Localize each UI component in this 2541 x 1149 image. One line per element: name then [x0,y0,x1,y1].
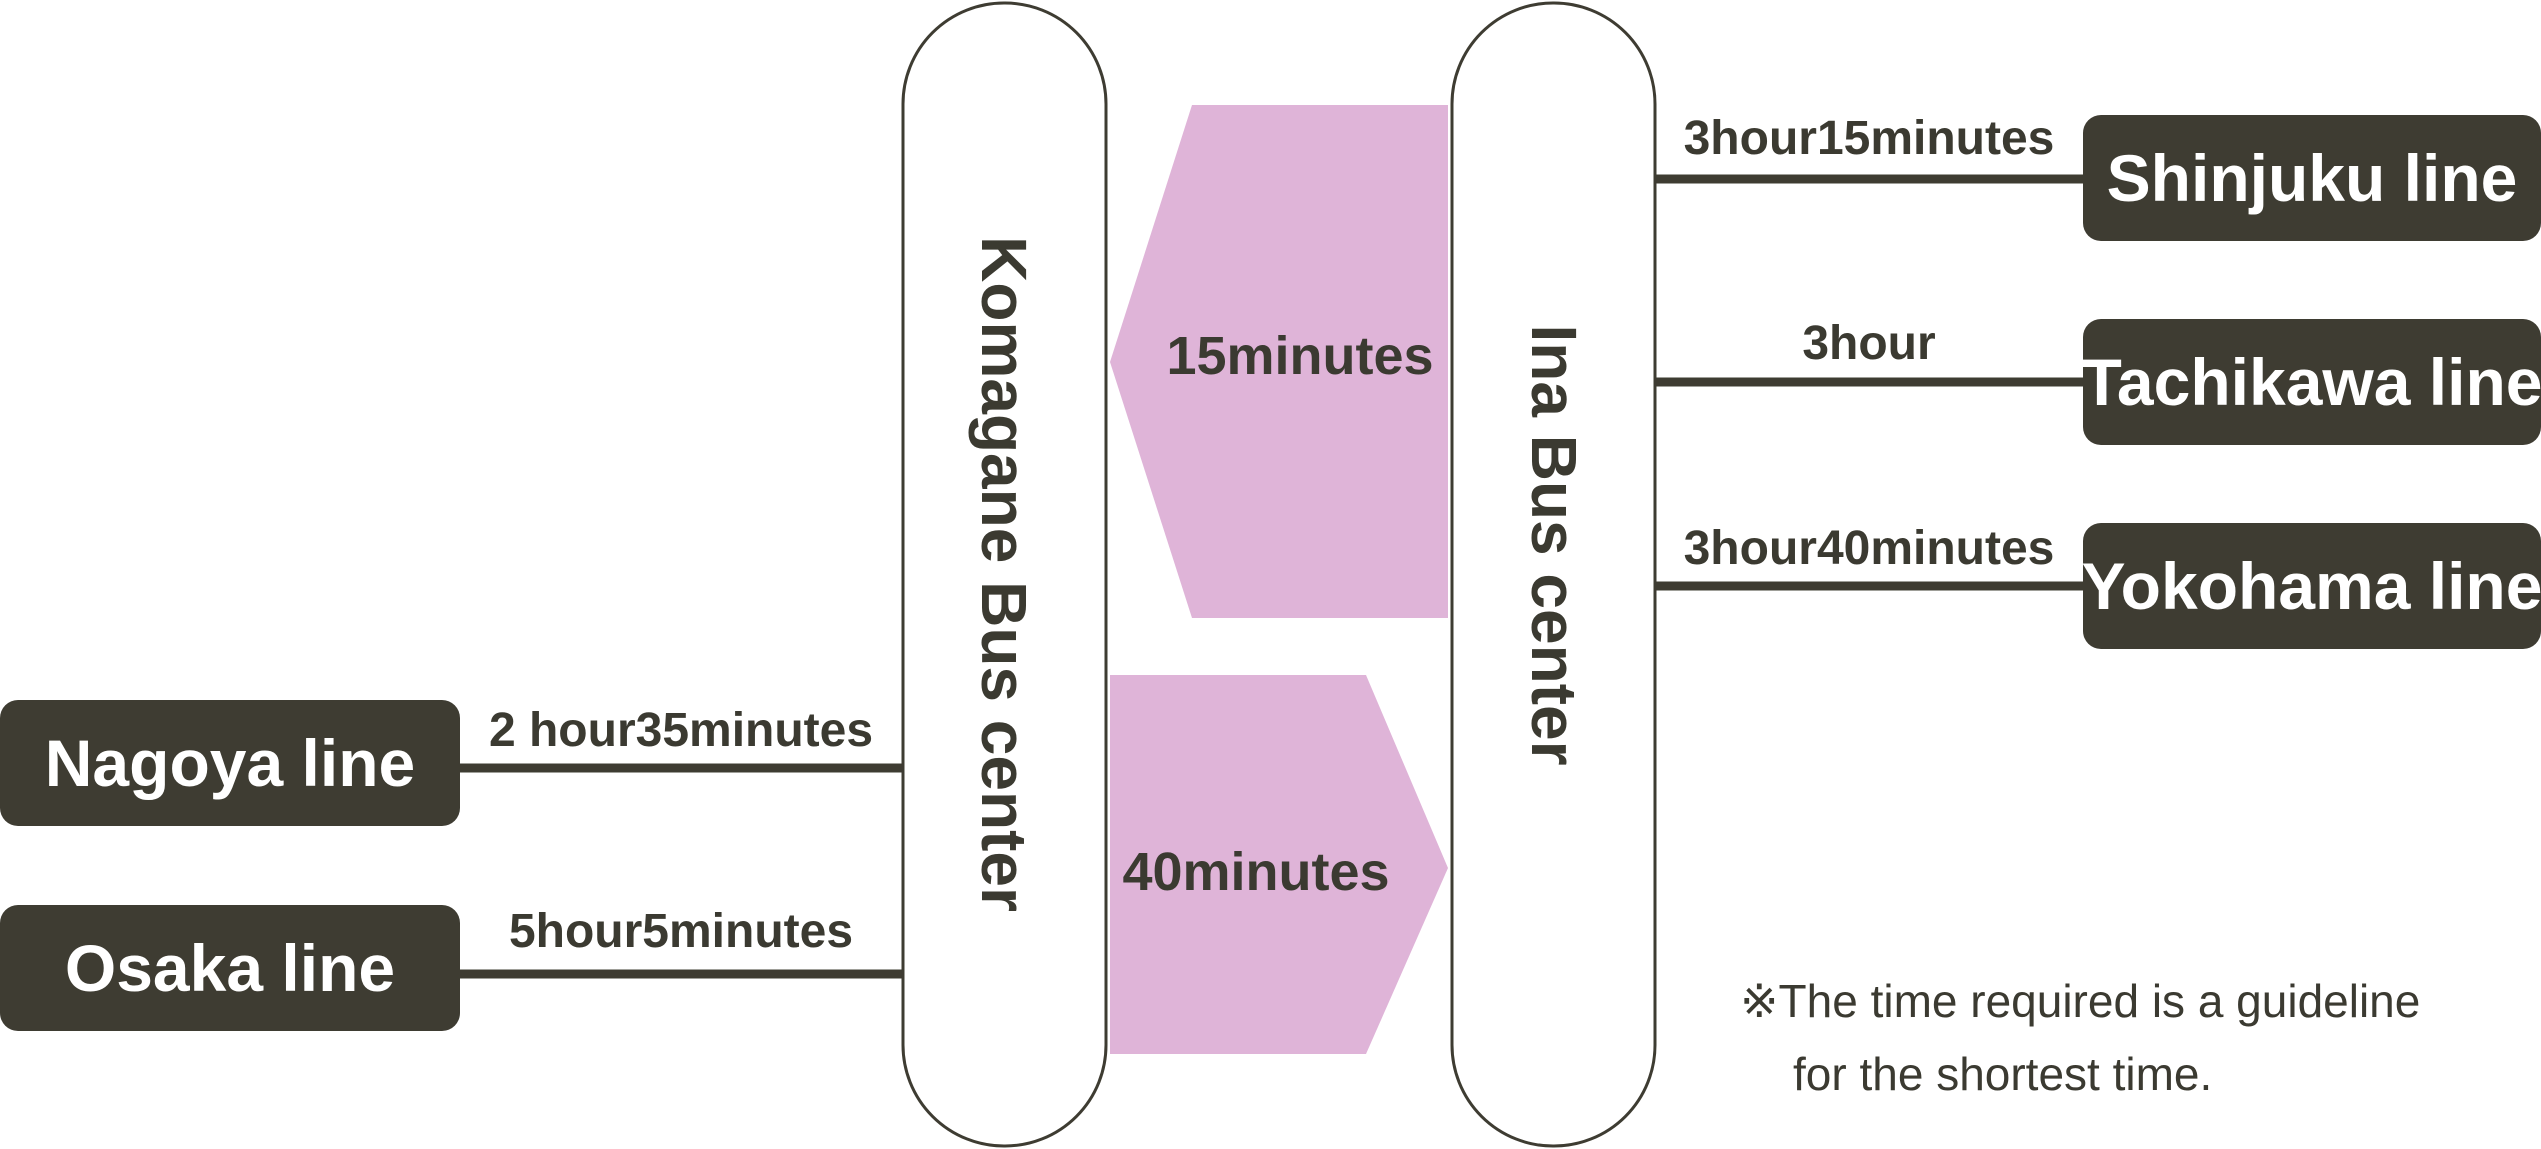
line-box-nagoya [0,700,460,826]
line-box-osaka [0,905,460,1031]
travel-time-nagoya: 2 hour35minutes [489,704,873,757]
arrow-ina-to-komagane [1110,105,1448,618]
line-label-tachikawa: Tachikawa line [2082,345,2541,419]
line-box-yokohama [2083,523,2541,649]
komagane-center-label: Komagane Bus center [968,236,1040,912]
transfer-time-ina-to-komagane: 15minutes [1166,326,1433,386]
travel-time-osaka: 5hour5minutes [509,905,853,958]
transfer-time-komagane-to-ina: 40minutes [1122,842,1389,902]
line-box-shinjuku [2083,115,2541,241]
line-label-nagoya: Nagoya line [45,726,415,800]
ina-center-label: Ina Bus center [1518,324,1590,765]
ina-center-pill [1450,1,1657,1148]
arrow-komagane-to-ina [1110,675,1448,1054]
travel-time-shinjuku: 3hour15minutes [1684,112,2055,165]
line-label-osaka: Osaka line [65,931,395,1005]
line-label-yokohama: Yokohama line [2082,549,2541,623]
line-box-tachikawa [2083,319,2541,445]
note-line-1: ※The time required is a guideline [1740,975,2420,1027]
note-line-2: for the shortest time. [1793,1048,2212,1100]
line-label-shinjuku: Shinjuku line [2107,141,2518,215]
travel-time-tachikawa: 3hour [1802,317,1935,370]
travel-time-yokohama: 3hour40minutes [1684,522,2055,575]
komagane-center-pill [901,1,1108,1148]
